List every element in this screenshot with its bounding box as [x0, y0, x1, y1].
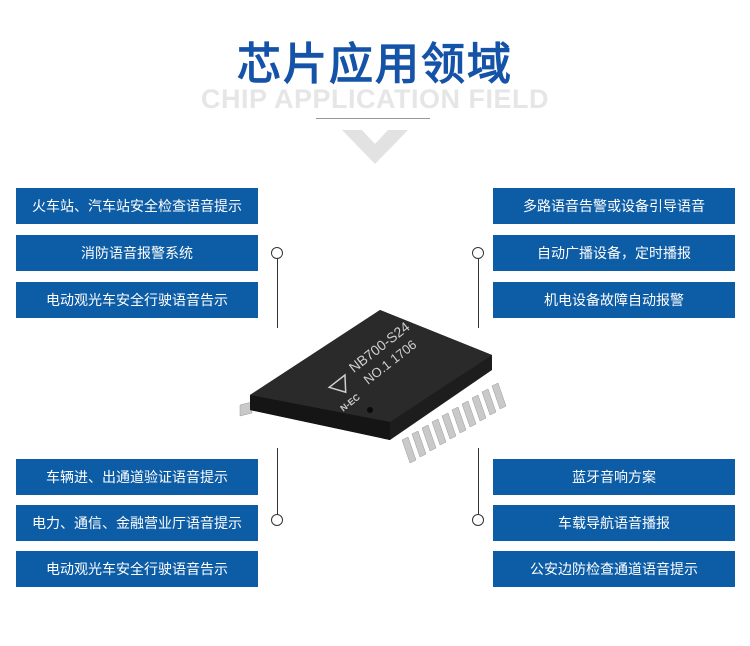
connector-dot [472, 247, 484, 259]
application-item: 消防语音报警系统 [16, 235, 258, 271]
application-item: 车载导航语音播报 [493, 505, 735, 541]
application-item: 蓝牙音响方案 [493, 459, 735, 495]
application-item: 电动观光车安全行驶语音告示 [16, 551, 258, 587]
connector-line [478, 448, 479, 516]
chevron-down-icon [342, 130, 408, 164]
page-title: 芯片应用领域 [237, 39, 513, 90]
application-item: 车辆进、出通道验证语音提示 [16, 459, 258, 495]
application-item: 自动广播设备，定时播报 [493, 235, 735, 271]
application-item: 电力、通信、金融营业厅语音提示 [16, 505, 258, 541]
connector-line [277, 448, 278, 516]
application-item: 多路语音告警或设备引导语音 [493, 188, 735, 224]
page-subtitle: CHIP APPLICATION FIELD [200, 84, 549, 114]
application-item: 电动观光车安全行驶语音告示 [16, 282, 258, 318]
connector-dot [271, 514, 283, 526]
application-item: 公安边防检查通道语音提示 [493, 551, 735, 587]
divider [316, 118, 430, 119]
connector-dot [271, 247, 283, 259]
brand-logo-icon [327, 373, 347, 394]
application-item: 机电设备故障自动报警 [493, 282, 735, 318]
connector-line [277, 258, 278, 328]
connector-line [478, 258, 479, 328]
chip-image: NB700-S24 NO.1 1706 N-EC [239, 310, 507, 464]
application-item: 火车站、汽车站安全检查语音提示 [16, 188, 258, 224]
connector-dot [472, 514, 484, 526]
